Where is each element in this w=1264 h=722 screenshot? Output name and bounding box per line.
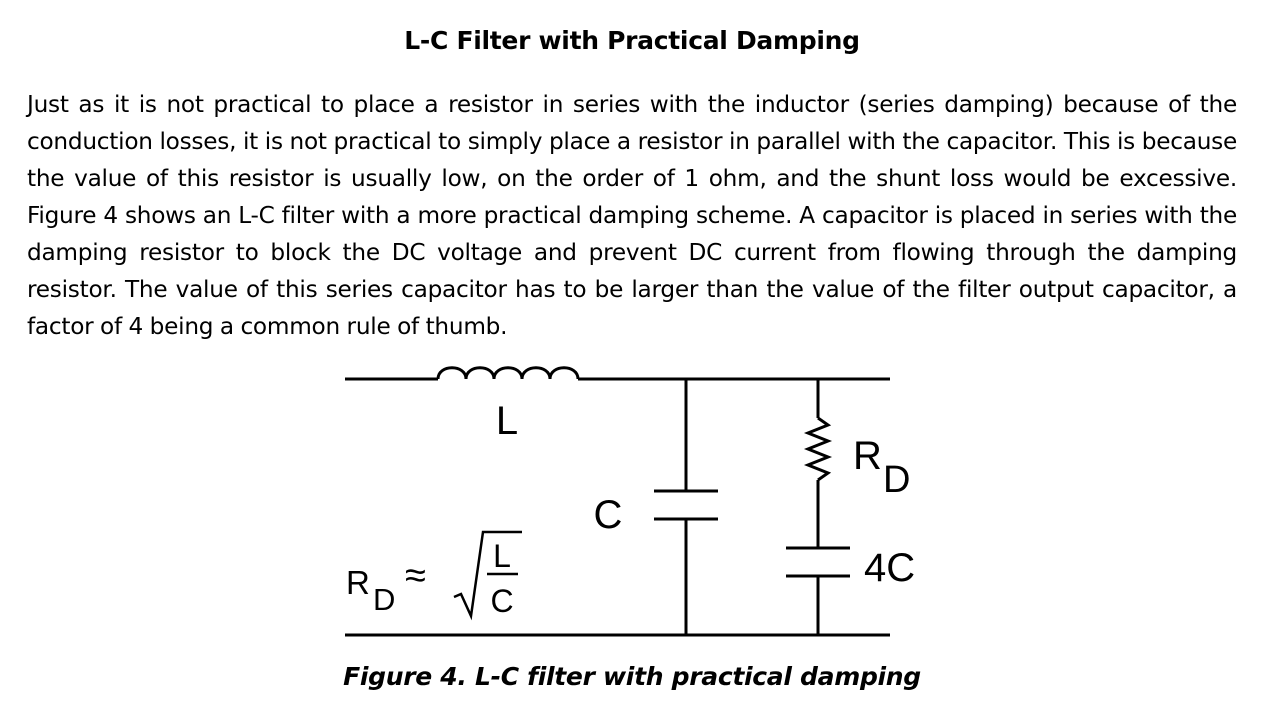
formula-numerator: L bbox=[493, 538, 511, 574]
damping-capacitor-label: 4C bbox=[864, 546, 915, 590]
resistor-rd-symbol bbox=[803, 416, 833, 482]
formula-denominator: C bbox=[490, 583, 513, 619]
formula-rd: R bbox=[346, 564, 370, 601]
resistor-label-subscript: D bbox=[883, 459, 910, 501]
inductor-label: L bbox=[496, 399, 518, 443]
formula-rd-subscript: D bbox=[373, 582, 395, 617]
sqrt-sign bbox=[453, 530, 522, 621]
body-paragraph: Just as it is not practical to place a r… bbox=[27, 91, 1237, 340]
capacitor-label: C bbox=[594, 493, 623, 537]
page-title: L-C Filter with Practical Damping bbox=[404, 26, 860, 55]
formula-approx-sign: ≈ bbox=[405, 555, 426, 597]
resistor-label: R bbox=[853, 434, 882, 478]
inductor-symbol bbox=[436, 366, 580, 380]
figure-caption: Figure 4. L-C filter with practical damp… bbox=[343, 662, 921, 691]
